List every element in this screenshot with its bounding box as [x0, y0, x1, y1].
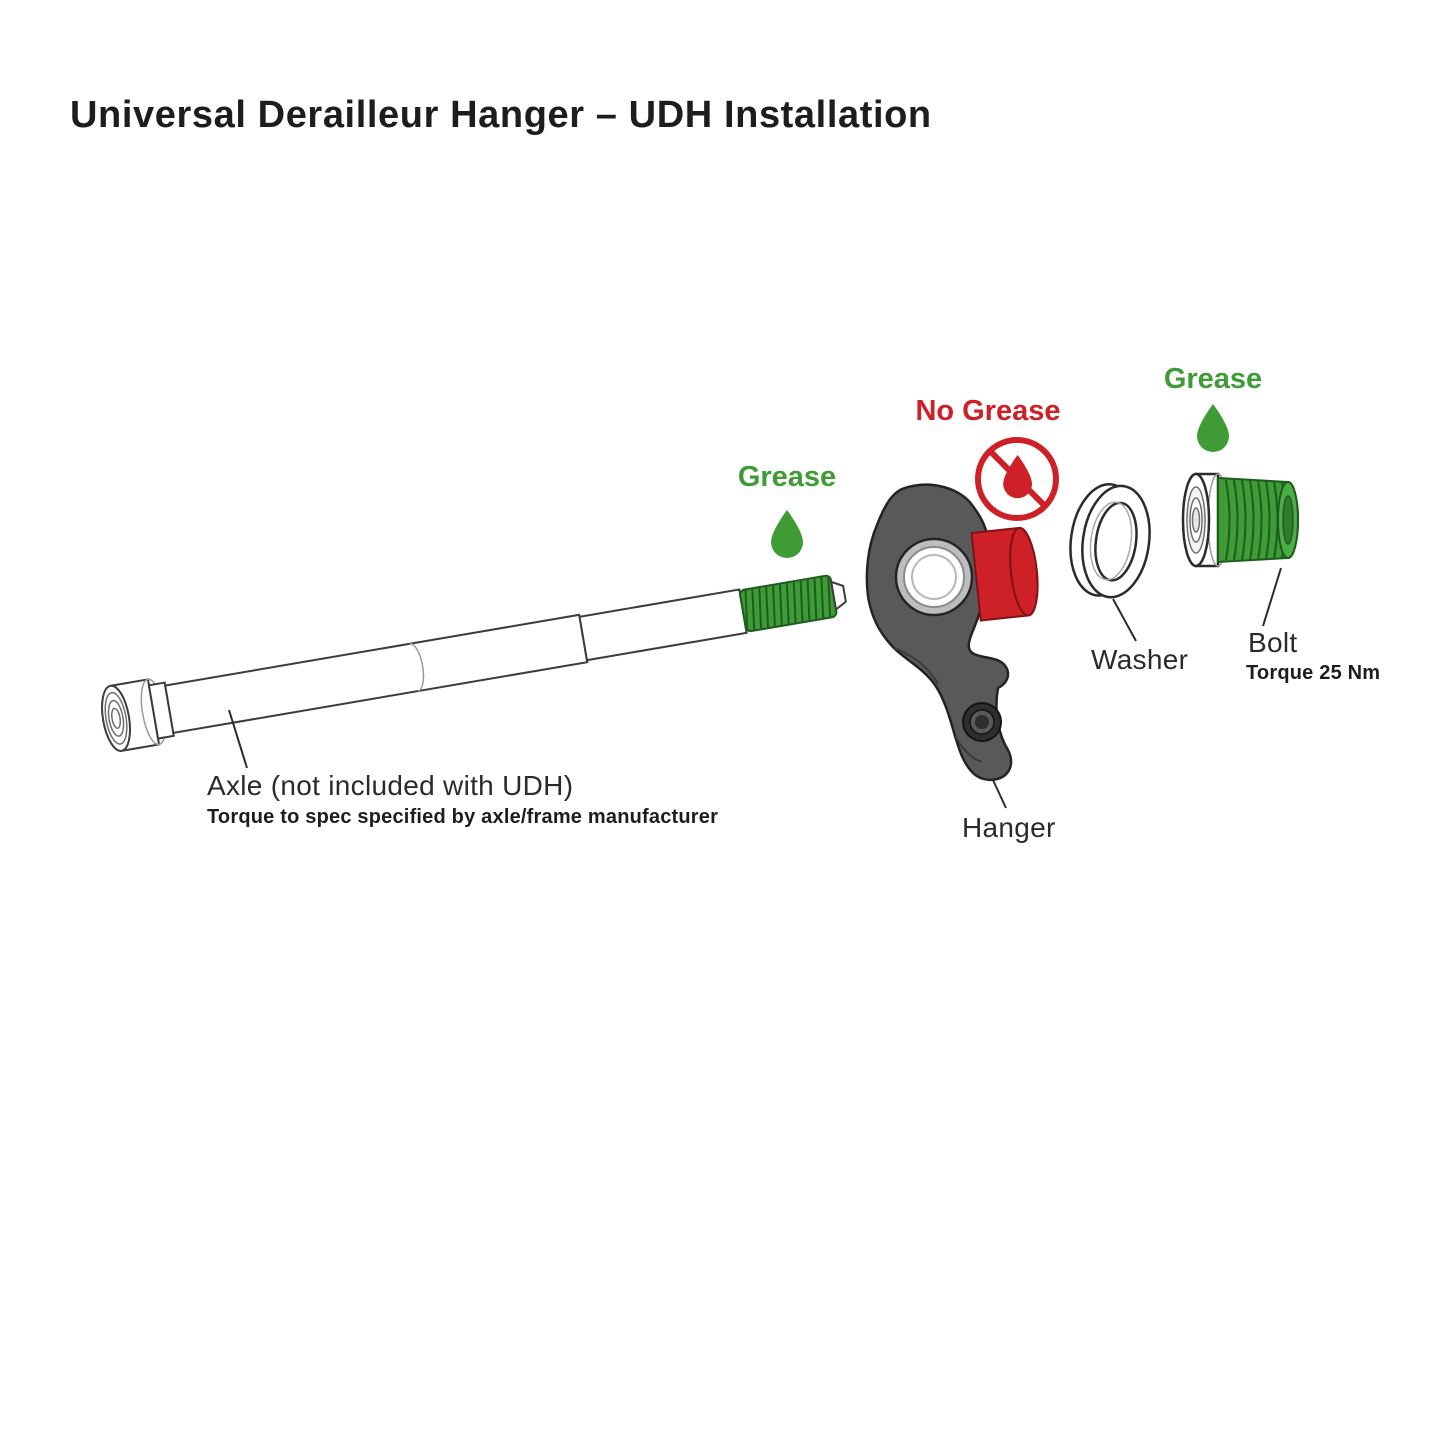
washer-label: Washer	[1091, 644, 1189, 675]
hanger-leader-line	[992, 779, 1007, 809]
hanger-label: Hanger	[962, 812, 1056, 843]
grease-droplet-icon	[1197, 404, 1229, 452]
axle-illustration	[101, 574, 847, 753]
no-grease-droplet-icon	[975, 437, 1059, 521]
axle-torque-note: Torque to spec specified by axle/frame m…	[207, 806, 719, 828]
hanger-red-boss	[970, 526, 1039, 622]
bolt-leader-line	[1262, 567, 1282, 627]
hanger-illustration	[865, 483, 1039, 782]
grease-droplet-icon	[771, 510, 803, 558]
washer-illustration	[1069, 482, 1151, 599]
axle-leader-line	[228, 709, 248, 769]
washer-leader-line	[1112, 598, 1137, 642]
grease-annotation-bolt: Grease	[1163, 363, 1263, 395]
bolt-illustration	[1181, 472, 1299, 568]
grease-annotation-axle: Grease	[737, 461, 837, 493]
no-grease-annotation: No Grease	[915, 395, 1061, 427]
axle-label: Axle (not included with UDH)	[207, 770, 574, 801]
leader-lines	[228, 567, 1282, 809]
bolt-label: Bolt	[1248, 627, 1298, 658]
bolt-torque-note: Torque 25 Nm	[1246, 662, 1381, 684]
page-title: Universal Derailleur Hanger – UDH Instal…	[70, 94, 932, 136]
